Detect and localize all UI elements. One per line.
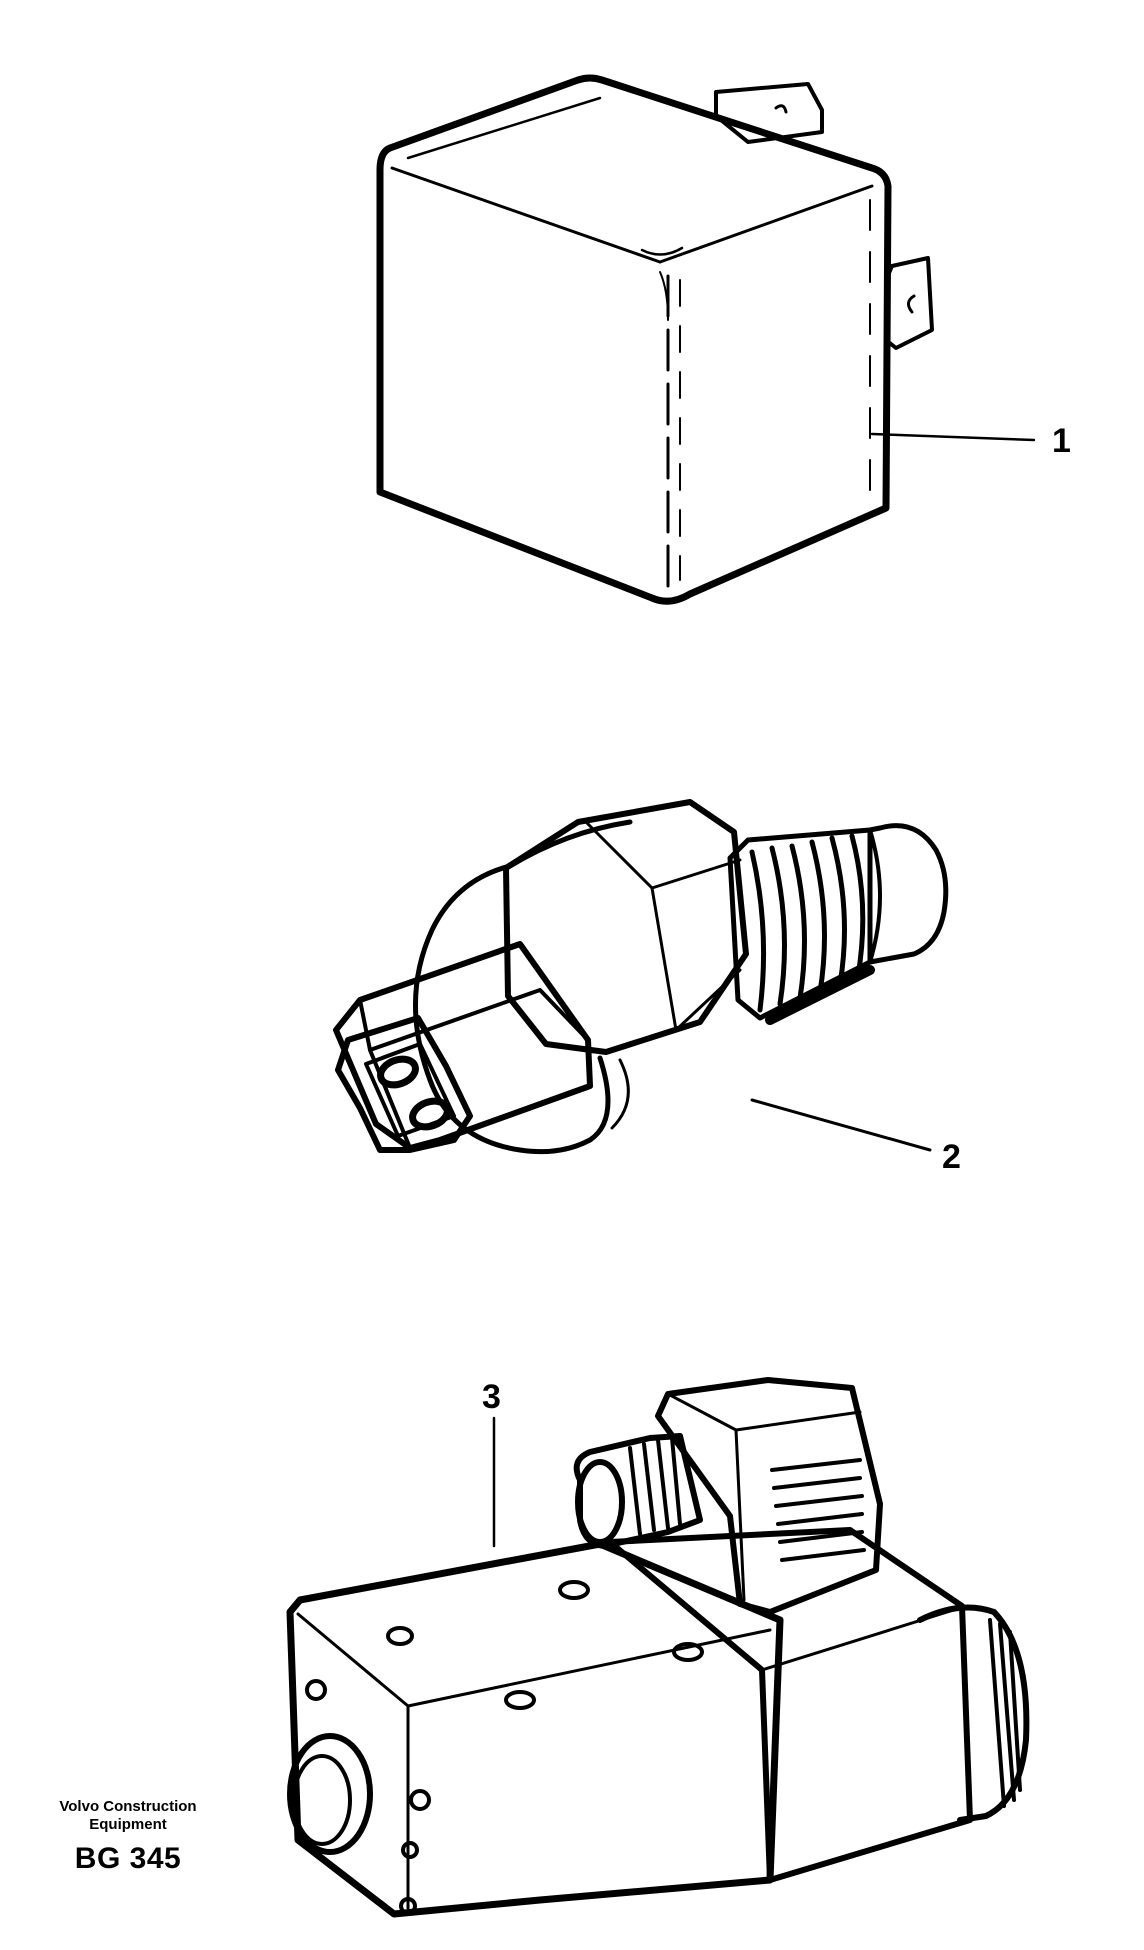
valve-connector-box <box>655 1377 883 1615</box>
relay-part-1 <box>376 74 1036 605</box>
brand-line-2: Equipment <box>89 1816 167 1833</box>
solenoid-valve-part-3 <box>286 1377 1030 1918</box>
callout-item-1: 1 <box>1052 422 1071 460</box>
leader-line-1 <box>870 432 1036 442</box>
brand-line-1: Volvo Construction <box>59 1798 197 1815</box>
switch-connector <box>333 941 593 1151</box>
switch-thread <box>727 827 873 1021</box>
pressure-switch-part-2 <box>333 799 949 1155</box>
valve-port <box>287 1733 373 1855</box>
relay-terminal-top <box>714 82 824 144</box>
drawing-code: BG 345 <box>74 1842 182 1875</box>
relay-body <box>376 74 892 605</box>
valve-knob <box>917 1604 1030 1823</box>
callout-item-3: 3 <box>482 1378 501 1416</box>
pin-lower <box>409 1097 451 1131</box>
pin-upper <box>377 1055 419 1089</box>
switch-tip <box>867 823 949 965</box>
brand-block: Volvo Construction Equipment BG 345 <box>28 1798 228 1876</box>
valve-block <box>286 1540 784 1918</box>
leader-line-2 <box>750 1098 932 1152</box>
switch-hex-nut <box>503 799 749 1055</box>
gland-opening <box>575 1459 625 1545</box>
valve-coil-housing <box>607 1527 973 1883</box>
callout-item-2: 2 <box>942 1138 961 1176</box>
